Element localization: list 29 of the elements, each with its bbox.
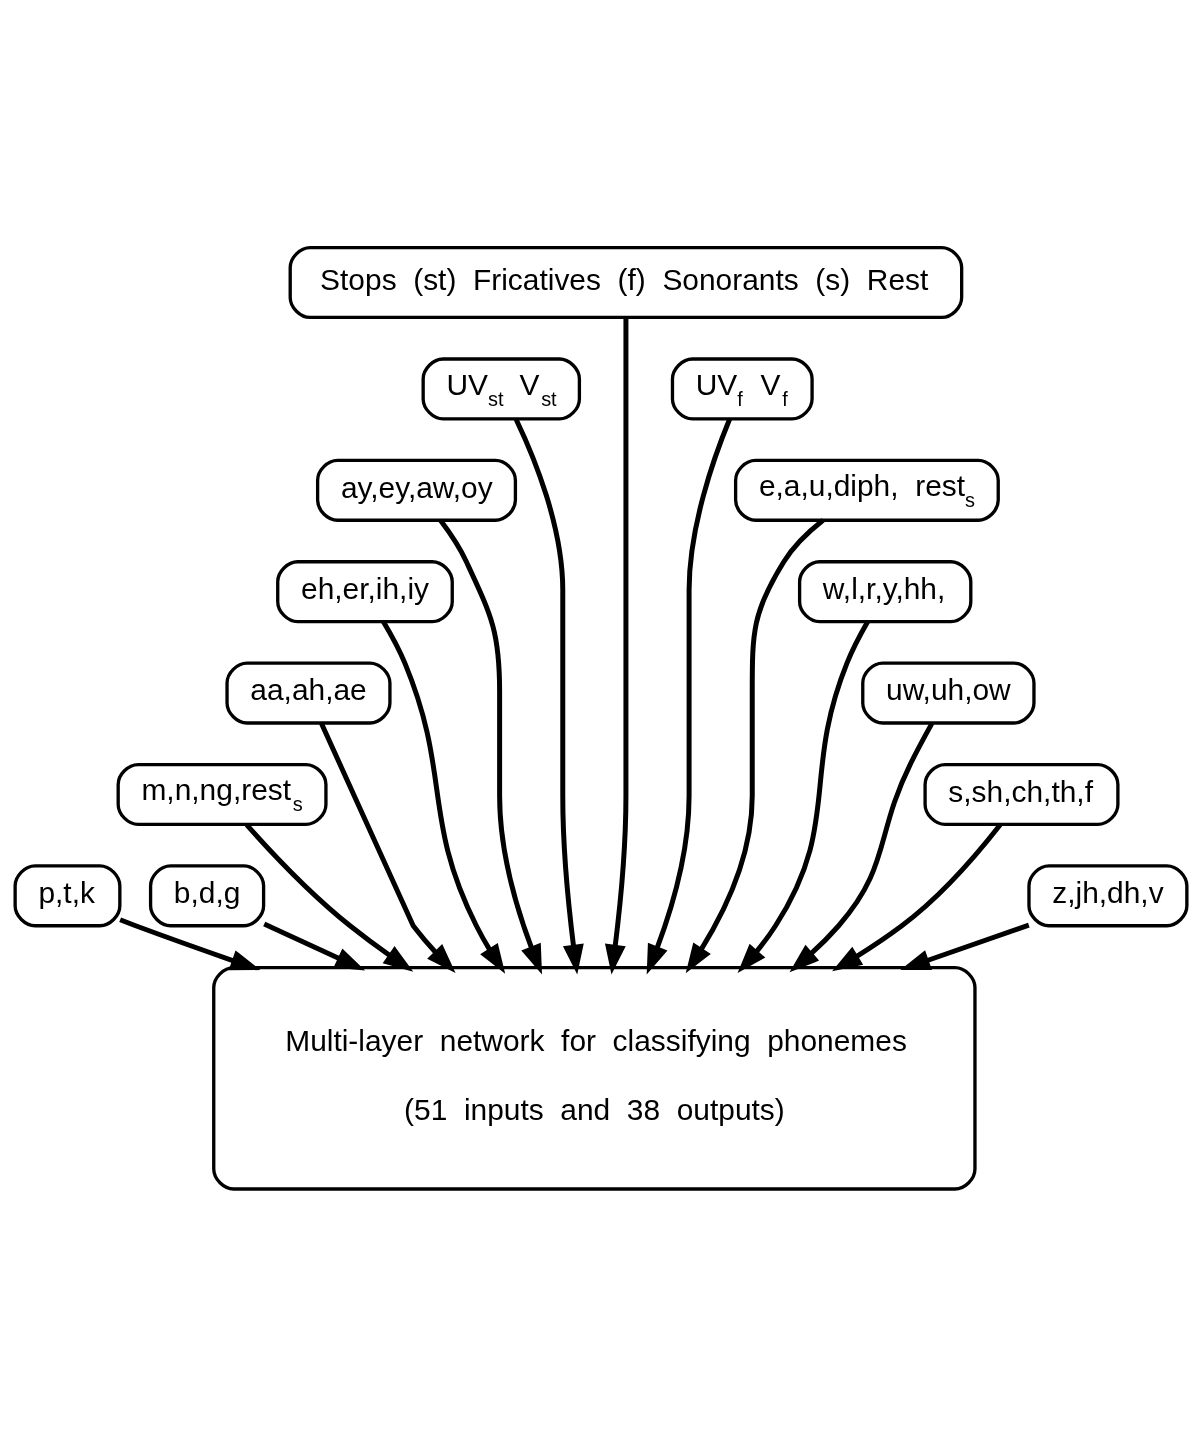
node-box: b,d,g — [148, 864, 266, 928]
arrow — [900, 922, 1030, 970]
arrow — [789, 722, 934, 973]
node-box: eh,er,ih,iy — [276, 560, 454, 624]
node-box: uw,uh,ow — [861, 661, 1036, 725]
arrow — [646, 418, 732, 975]
arrow — [604, 317, 629, 975]
node-box: m,n,ng,rest$_{s}$ — [116, 762, 328, 827]
node-box: e,a,u,diph, rest$_{s}$ — [733, 458, 1000, 522]
node-box: w,l,r,y,hh, — [797, 560, 973, 624]
arrow — [685, 518, 825, 974]
arrow — [319, 722, 456, 973]
node-box: aa,ah,ae — [225, 661, 392, 725]
node-box: s,sh,ch,th,f — [923, 762, 1120, 827]
node-box: UV$_{st}$ V$_{st}$ — [421, 357, 582, 421]
node-box: p,t,k — [13, 864, 122, 928]
arrow — [263, 921, 366, 971]
node-box: Multi-layer network for classifying phonemes (51 inputs and 38 outputs) — [212, 966, 977, 1191]
arrow — [244, 823, 414, 972]
node-box: ay,ey,aw,oy — [315, 458, 518, 522]
node-box: z,jh,dh,v — [1027, 864, 1189, 928]
arrow — [381, 620, 506, 974]
arrow — [832, 823, 1003, 972]
node-box: Stops (st) Fricatives (f) Sonorants (s) Rest — [288, 246, 964, 320]
arrow — [119, 917, 261, 971]
arrow — [737, 620, 870, 974]
node-box: UV$_{f}$ V$_{f}$ — [670, 357, 814, 421]
arrow — [513, 418, 584, 975]
arrow — [438, 518, 542, 975]
